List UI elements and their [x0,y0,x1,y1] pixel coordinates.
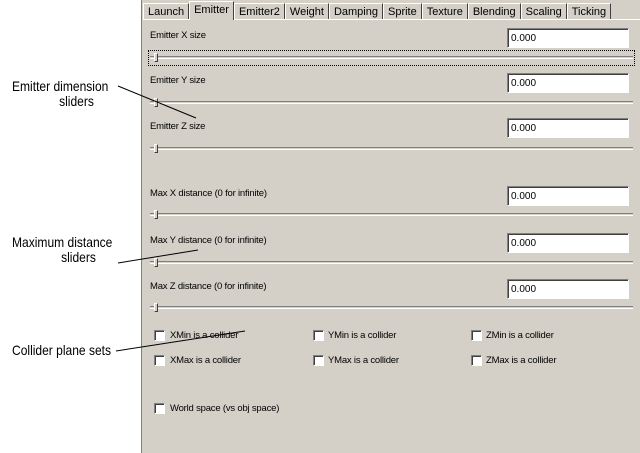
tab-ticking[interactable]: Ticking [566,3,612,19]
emitter-x-size-slider-thumb[interactable] [154,53,158,62]
tab-weight[interactable]: Weight [284,3,329,19]
emitter-z-size-slider-thumb[interactable] [154,144,158,153]
maxdist-leader-line [117,249,199,264]
tab-divider [143,19,640,20]
ymin-collider-checkbox[interactable] [313,330,324,341]
emitter-z-size-label: Emitter Z size [150,121,206,132]
xmin-collider-checkbox[interactable] [154,330,165,341]
collider-annotation-line1: Collider plane sets [12,342,112,358]
tab-texture[interactable]: Texture [421,3,468,19]
tab-emitter2[interactable]: Emitter2 [233,3,285,19]
focus-rect [148,50,635,66]
maximum-distance-annotation: Maximum distance sliders [12,235,112,265]
emitter-annotation-line1: Emitter dimension [12,78,109,94]
max-z-distance-slider-track[interactable] [150,306,633,309]
tab-damping[interactable]: Damping [328,3,383,19]
max-y-distance-label: Max Y distance (0 for infinite) [150,235,267,246]
ymax-collider-checkbox[interactable] [313,355,324,366]
max-x-distance-field[interactable] [507,186,629,206]
emitter-x-size-field[interactable] [507,28,629,48]
maxdist-annotation-line2: sliders [61,249,96,265]
tab-sprite[interactable]: Sprite [382,3,422,19]
tab-launch[interactable]: Launch [143,3,190,19]
maxdist-annotation-line1: Maximum distance [12,234,113,250]
max-x-distance-label: Max X distance (0 for infinite) [150,188,267,199]
tab-emitter[interactable]: Emitter [189,1,234,20]
collider-plane-annotation: Collider plane sets [12,343,111,358]
max-z-distance-field[interactable] [507,279,629,299]
ymin-collider-label: YMin is a collider [328,330,397,341]
tab-scaling[interactable]: Scaling [520,3,567,19]
emitter-x-size-slider-track[interactable] [150,56,633,59]
ymax-collider-label: YMax is a collider [328,355,399,366]
world-space-label: World space (vs obj space) [170,403,280,414]
tab-bar: Launch Emitter Emitter2 Weight Damping S… [143,1,612,21]
collider-leader-line [115,330,246,352]
world-space-checkbox[interactable] [154,403,165,414]
xmax-collider-label: XMax is a collider [170,355,241,366]
max-x-distance-slider-thumb[interactable] [154,210,158,219]
max-z-distance-label: Max Z distance (0 for infinite) [150,281,267,292]
emitter-y-size-label: Emitter Y size [150,75,206,86]
xmax-collider-checkbox[interactable] [154,355,165,366]
max-y-distance-slider-track[interactable] [150,261,633,264]
emitter-annotation-line2: sliders [59,93,94,109]
max-x-distance-slider-track[interactable] [150,213,633,216]
tab-blending[interactable]: Blending [467,3,521,19]
emitter-z-size-field[interactable] [507,118,629,138]
max-y-distance-field[interactable] [507,233,629,253]
emitter-dimension-annotation: Emitter dimension sliders [12,79,108,109]
emitter-z-size-slider-track[interactable] [150,147,633,150]
max-z-distance-slider-thumb[interactable] [154,303,158,312]
zmin-collider-checkbox[interactable] [471,330,482,341]
emitter-x-size-label: Emitter X size [150,30,206,41]
zmax-collider-label: ZMax is a collider [486,355,557,366]
emitter-y-size-slider-track[interactable] [150,101,633,104]
max-y-distance-slider-thumb[interactable] [154,258,158,267]
xmin-collider-label: XMin is a collider [170,330,239,341]
emitter-leader-line [117,85,197,119]
zmax-collider-checkbox[interactable] [471,355,482,366]
zmin-collider-label: ZMin is a collider [486,330,554,341]
emitter-y-size-field[interactable] [507,73,629,93]
